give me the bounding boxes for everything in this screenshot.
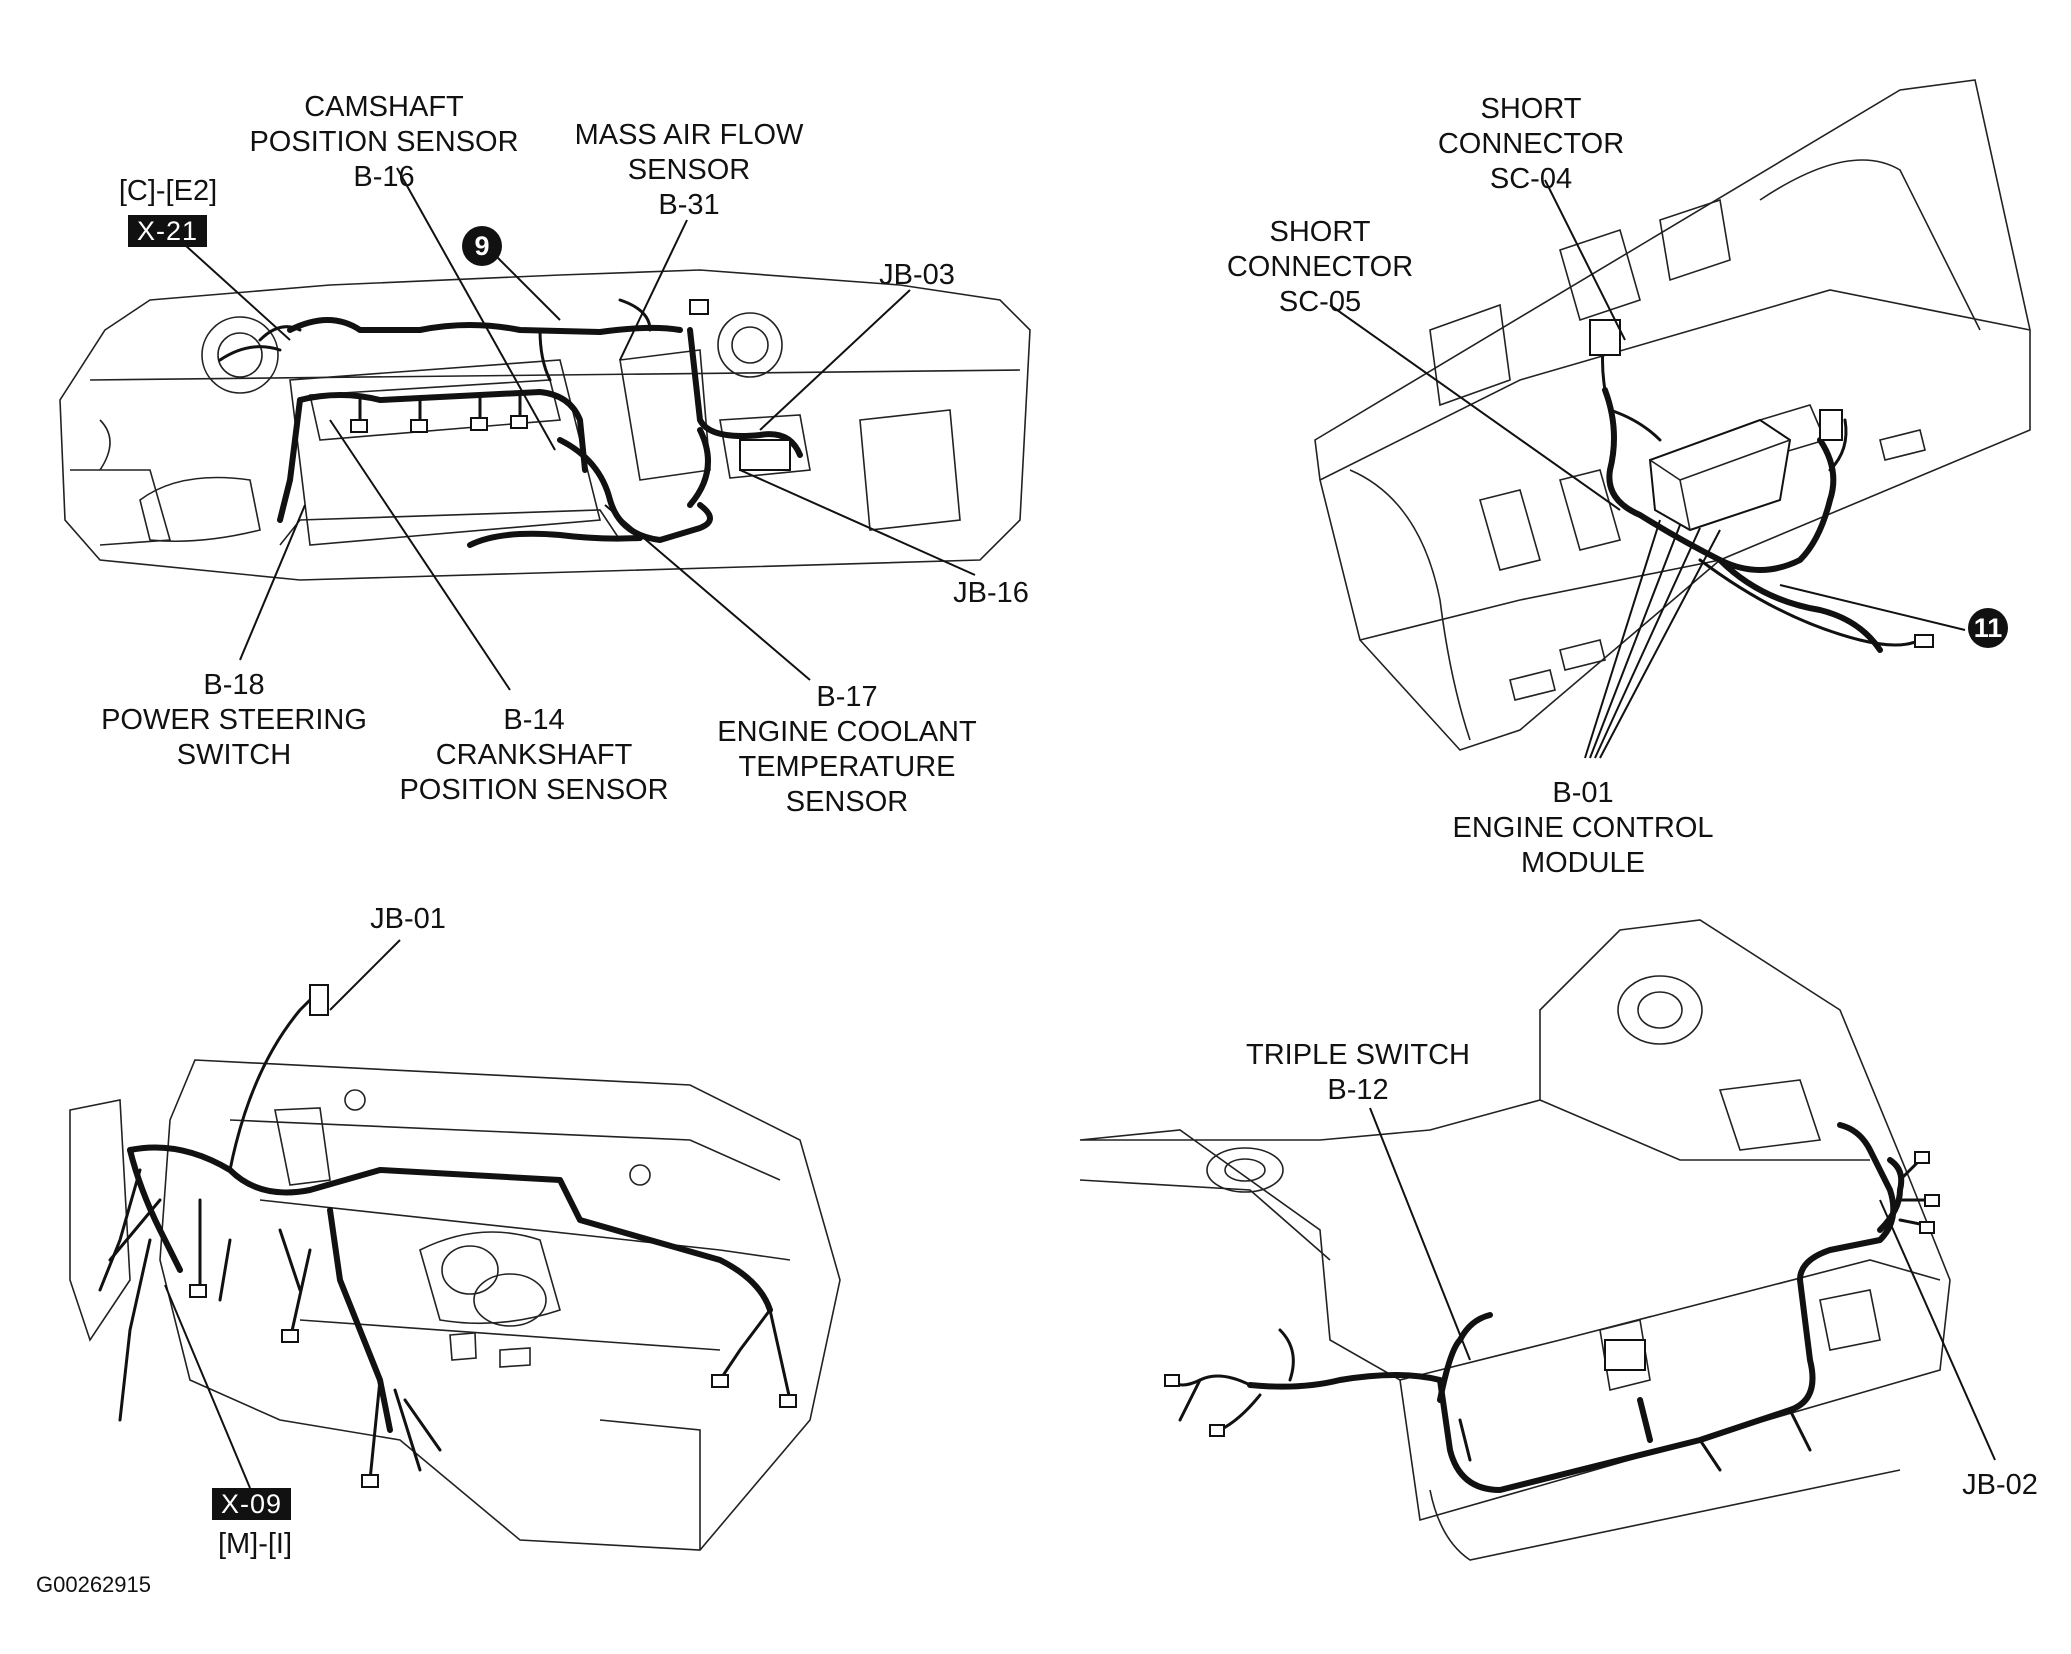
b18-power-steering-switch-label: B-18 POWER STEERING SWITCH [101,669,367,771]
front-end-illustration [1079,919,1996,1561]
sc05-short-connector-label: SHORT CONNECTOR SC-05 [1226,216,1414,318]
x09-connector-tag: X-09 [212,1488,292,1520]
b01-engine-control-module-label: B-01 ENGINE CONTROL MODULE [1452,777,1714,879]
jb01-label: JB-01 [370,903,446,935]
b12-triple-switch-label: TRIPLE SWITCH B-12 [1246,1039,1470,1106]
b17-coolant-temp-sensor-label: B-17 ENGINE COOLANT TEMPERATURE SENSOR [717,681,977,818]
callout-11-badge: 11 [1968,608,2008,648]
x21-connector-tag: X-21 [128,215,208,247]
sc04-short-connector-label: SHORT CONNECTOR SC-04 [1437,93,1625,195]
ecm-area-illustration [1314,79,2031,759]
mass-air-flow-sensor-label: MASS AIR FLOW SENSOR B-31 [574,119,804,221]
figure-id: G00262915 [36,1572,151,1597]
jb03-label: JB-03 [879,259,955,291]
x21-connector-ref-label: [C]-[E2] [118,175,218,207]
x09-connector-ref-label: [M]-[I] [217,1528,293,1560]
engine-room-illustration [59,167,1031,691]
jb02-label: JB-02 [1962,1469,2038,1501]
callout-9-badge: 9 [462,226,502,266]
instrument-panel-illustration [69,939,841,1551]
jb16-label: JB-16 [953,577,1029,609]
camshaft-position-sensor-label: CAMSHAFT POSITION SENSOR B-16 [249,91,519,193]
b14-crankshaft-sensor-label: B-14 CRANKSHAFT POSITION SENSOR [399,704,669,806]
